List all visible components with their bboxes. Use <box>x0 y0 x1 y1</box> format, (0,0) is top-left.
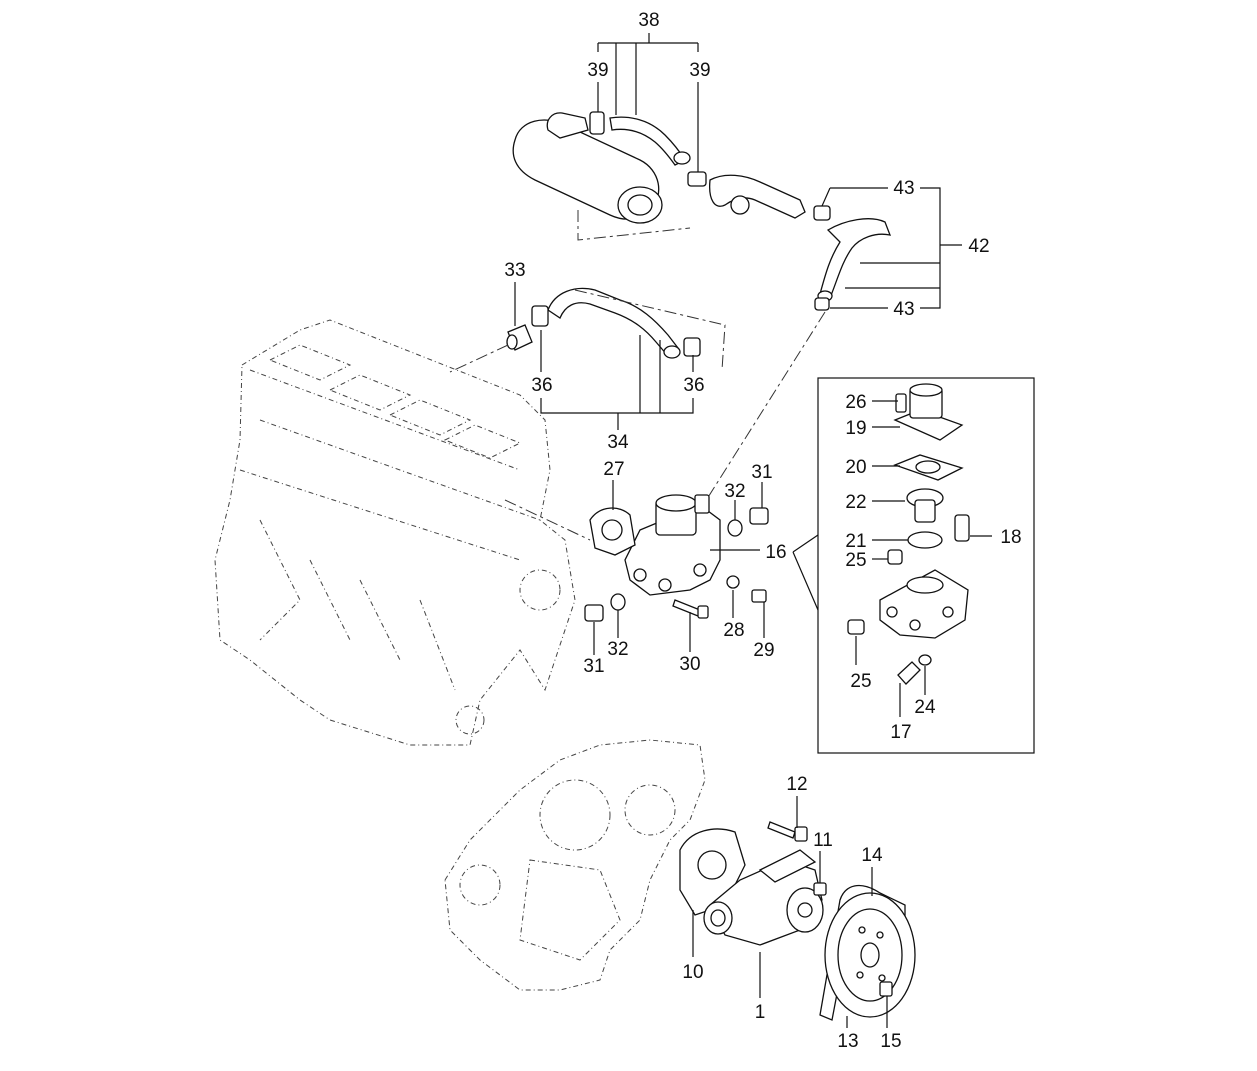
callout-34: 34 <box>607 432 629 453</box>
hose-34 <box>547 287 681 359</box>
timing-cover-ghost <box>444 739 706 991</box>
callout-31-bottom: 31 <box>583 656 604 677</box>
inset-thermostat-breakdown <box>817 377 1035 754</box>
assembly-line-egr <box>577 210 691 241</box>
callout-25-bottom: 25 <box>850 671 871 692</box>
washer-32-bottom <box>610 593 626 611</box>
callout-43-top: 43 <box>893 178 914 199</box>
assembly-line-hose-34 <box>574 289 726 371</box>
callout-39-left: 39 <box>587 60 608 81</box>
callout-24: 24 <box>914 697 936 718</box>
callout-19: 19 <box>845 418 866 439</box>
water-pump-1 <box>703 849 824 946</box>
engine-block-ghost <box>214 319 576 746</box>
callout-26: 26 <box>845 392 866 413</box>
washer-24 <box>918 654 932 666</box>
assembly-line-fitting-33 <box>449 344 509 373</box>
fitting-18 <box>954 514 970 542</box>
callout-17: 17 <box>890 722 911 743</box>
callout-1: 1 <box>755 1002 766 1023</box>
callout-32-top: 32 <box>724 481 745 502</box>
callout-15: 15 <box>880 1031 901 1052</box>
assembly-line-gasket-27 <box>504 499 591 541</box>
callout-33: 33 <box>504 260 525 281</box>
callout-32-bottom: 32 <box>607 639 628 660</box>
callout-42: 42 <box>968 236 989 257</box>
callout-20: 20 <box>845 457 866 478</box>
callout-43-bottom: 43 <box>893 299 914 320</box>
callout-22: 22 <box>845 492 866 513</box>
clamp-36-right <box>683 337 701 357</box>
callout-39-right: 39 <box>689 60 710 81</box>
plug-31-bottom <box>584 604 604 622</box>
egr-pipe-right <box>709 174 806 219</box>
callout-10: 10 <box>682 962 703 983</box>
hose-38 <box>609 116 691 166</box>
callout-labels: 38 39 39 43 42 43 33 36 36 34 26 19 20 2… <box>504 10 1021 1052</box>
clamp-43-top <box>813 205 831 221</box>
callout-25-top: 25 <box>845 550 866 571</box>
callout-11: 11 <box>813 830 833 851</box>
washer-28 <box>726 575 740 589</box>
thermostat-22 <box>906 488 944 523</box>
clamp-43-bottom <box>814 297 830 311</box>
bolt-29 <box>751 589 767 603</box>
leader-lines <box>514 33 992 1028</box>
callout-30: 30 <box>679 654 700 675</box>
egr-cooler <box>512 112 663 224</box>
callout-12: 12 <box>786 774 807 795</box>
washer-32-top <box>727 519 743 537</box>
bolt-12 <box>767 821 808 842</box>
thermostat-housing-16 <box>624 494 721 596</box>
plug-31-top <box>749 507 769 525</box>
callout-28: 28 <box>723 620 744 641</box>
callout-36-left: 36 <box>531 375 552 396</box>
hose-42 <box>817 218 892 302</box>
callout-21: 21 <box>845 531 866 552</box>
pulley-13 <box>824 892 916 1018</box>
plug-25-top <box>887 549 903 565</box>
bolt-11 <box>813 882 827 896</box>
gasket-20 <box>893 454 964 481</box>
gasket-27 <box>589 507 636 556</box>
callout-16: 16 <box>765 542 786 563</box>
housing-body <box>879 569 969 639</box>
callout-31-top: 31 <box>751 462 772 483</box>
callout-29: 29 <box>753 640 774 661</box>
sensor-17 <box>897 661 921 685</box>
bolt-30 <box>672 599 709 619</box>
fitting-33 <box>506 324 533 351</box>
callout-13: 13 <box>837 1031 858 1052</box>
clamp-36-left <box>531 305 549 327</box>
clamp-39-left <box>589 111 605 135</box>
callout-38: 38 <box>638 10 659 31</box>
assembly-line-hose-42 <box>699 311 826 511</box>
bolt-15 <box>879 981 893 997</box>
bolt-26 <box>895 393 907 413</box>
callout-36-right: 36 <box>683 375 704 396</box>
callout-14: 14 <box>861 845 883 866</box>
oring-21 <box>907 531 943 549</box>
cover-19 <box>893 383 964 441</box>
callout-27: 27 <box>603 459 624 480</box>
clamp-39-right <box>687 171 707 187</box>
plug-25-bottom <box>847 619 865 635</box>
callout-18: 18 <box>1000 527 1021 548</box>
